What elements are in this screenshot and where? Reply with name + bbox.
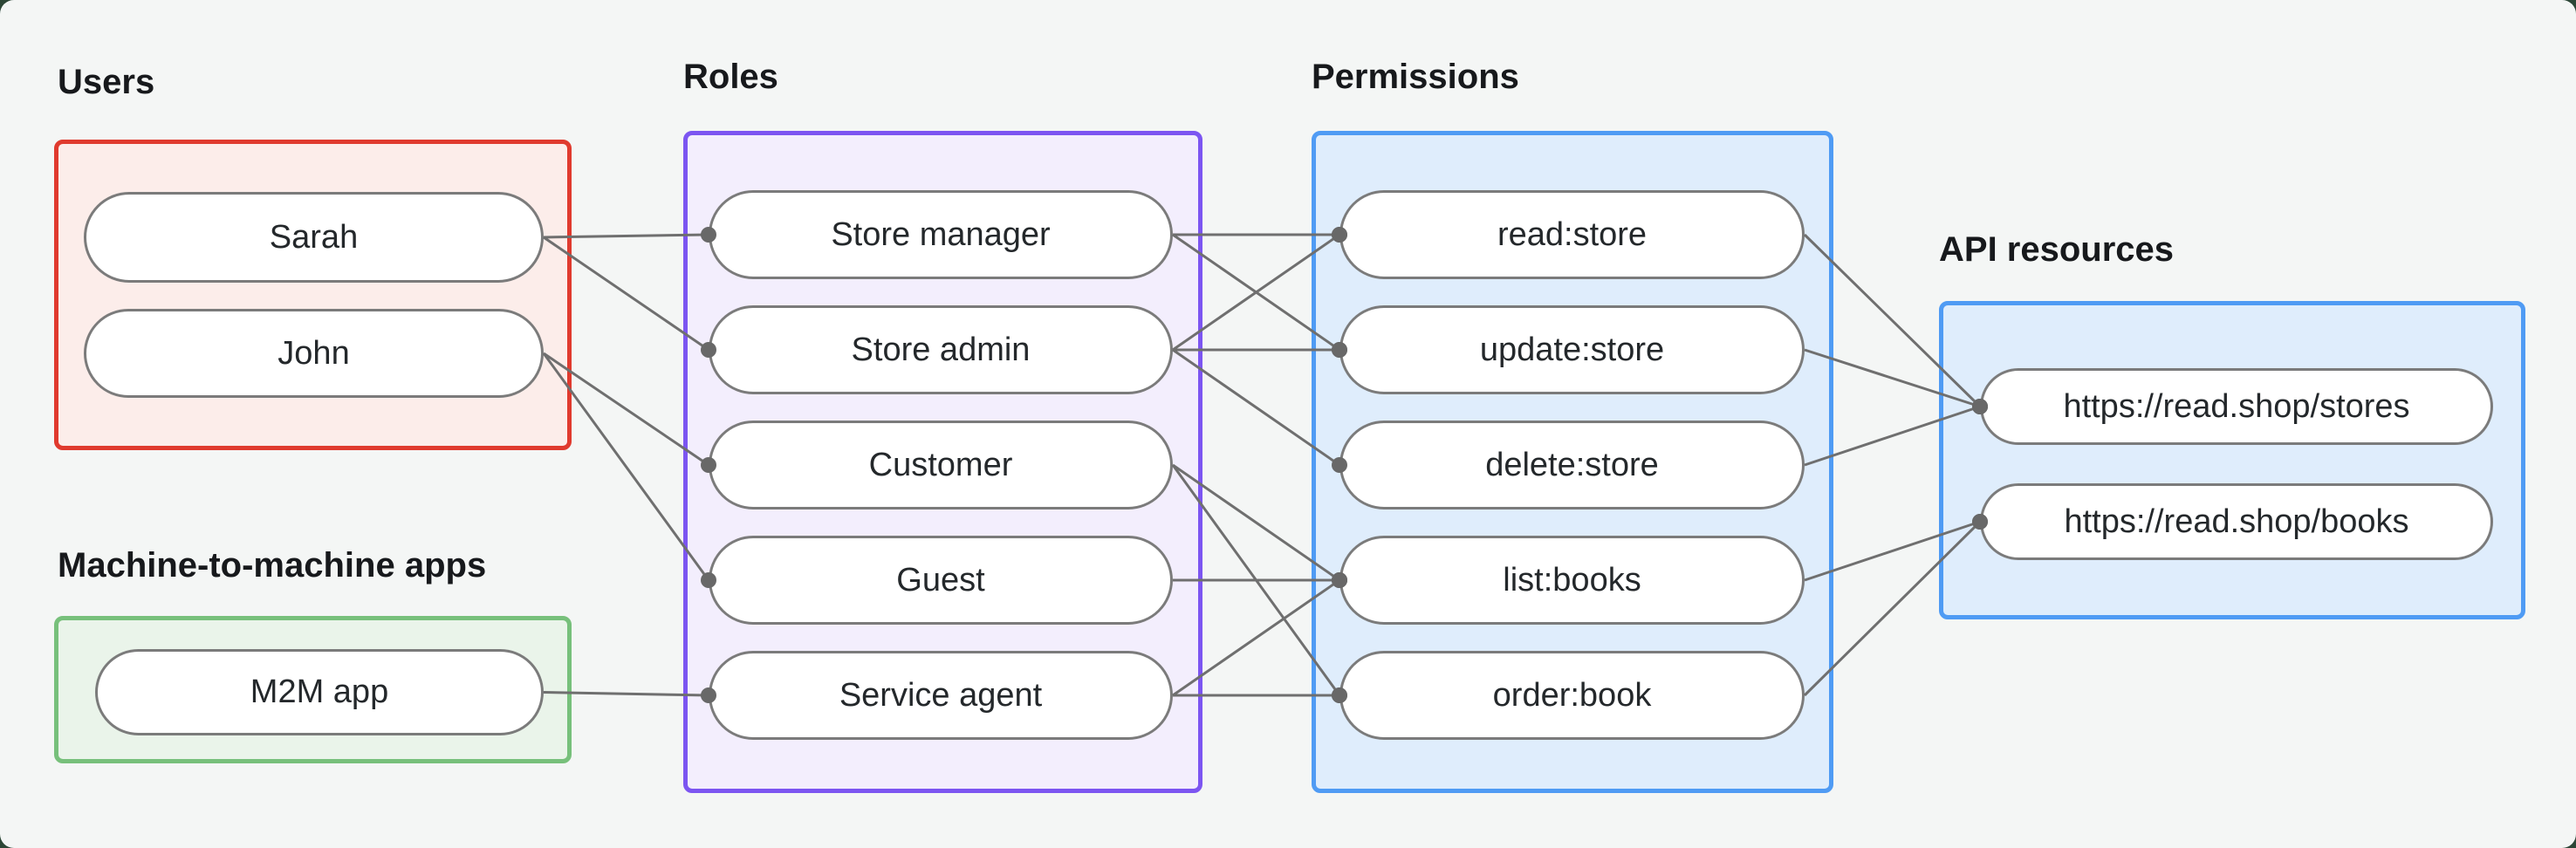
group-box-users — [54, 140, 572, 450]
node-m2m_app[interactable]: M2M app — [95, 649, 544, 735]
node-store_manager[interactable]: Store manager — [709, 190, 1173, 279]
node-sarah[interactable]: Sarah — [84, 192, 544, 283]
group-label-api: API resources — [1939, 230, 2175, 269]
node-john[interactable]: John — [84, 309, 544, 398]
node-order_book[interactable]: order:book — [1339, 651, 1805, 740]
group-label-m2m: Machine-to-machine apps — [58, 546, 487, 585]
node-customer[interactable]: Customer — [709, 421, 1173, 509]
group-label-roles: Roles — [683, 58, 778, 96]
group-label-users: Users — [58, 63, 155, 101]
node-service_agent[interactable]: Service agent — [709, 651, 1173, 740]
node-guest[interactable]: Guest — [709, 536, 1173, 625]
node-store_admin[interactable]: Store admin — [709, 305, 1173, 394]
node-api_books[interactable]: https://read.shop/books — [1980, 483, 2493, 560]
node-api_stores[interactable]: https://read.shop/stores — [1980, 368, 2493, 445]
node-read_store[interactable]: read:store — [1339, 190, 1805, 279]
node-update_store[interactable]: update:store — [1339, 305, 1805, 394]
group-box-api — [1939, 301, 2525, 619]
group-label-permissions: Permissions — [1312, 58, 1519, 96]
node-list_books[interactable]: list:books — [1339, 536, 1805, 625]
node-delete_store[interactable]: delete:store — [1339, 421, 1805, 509]
